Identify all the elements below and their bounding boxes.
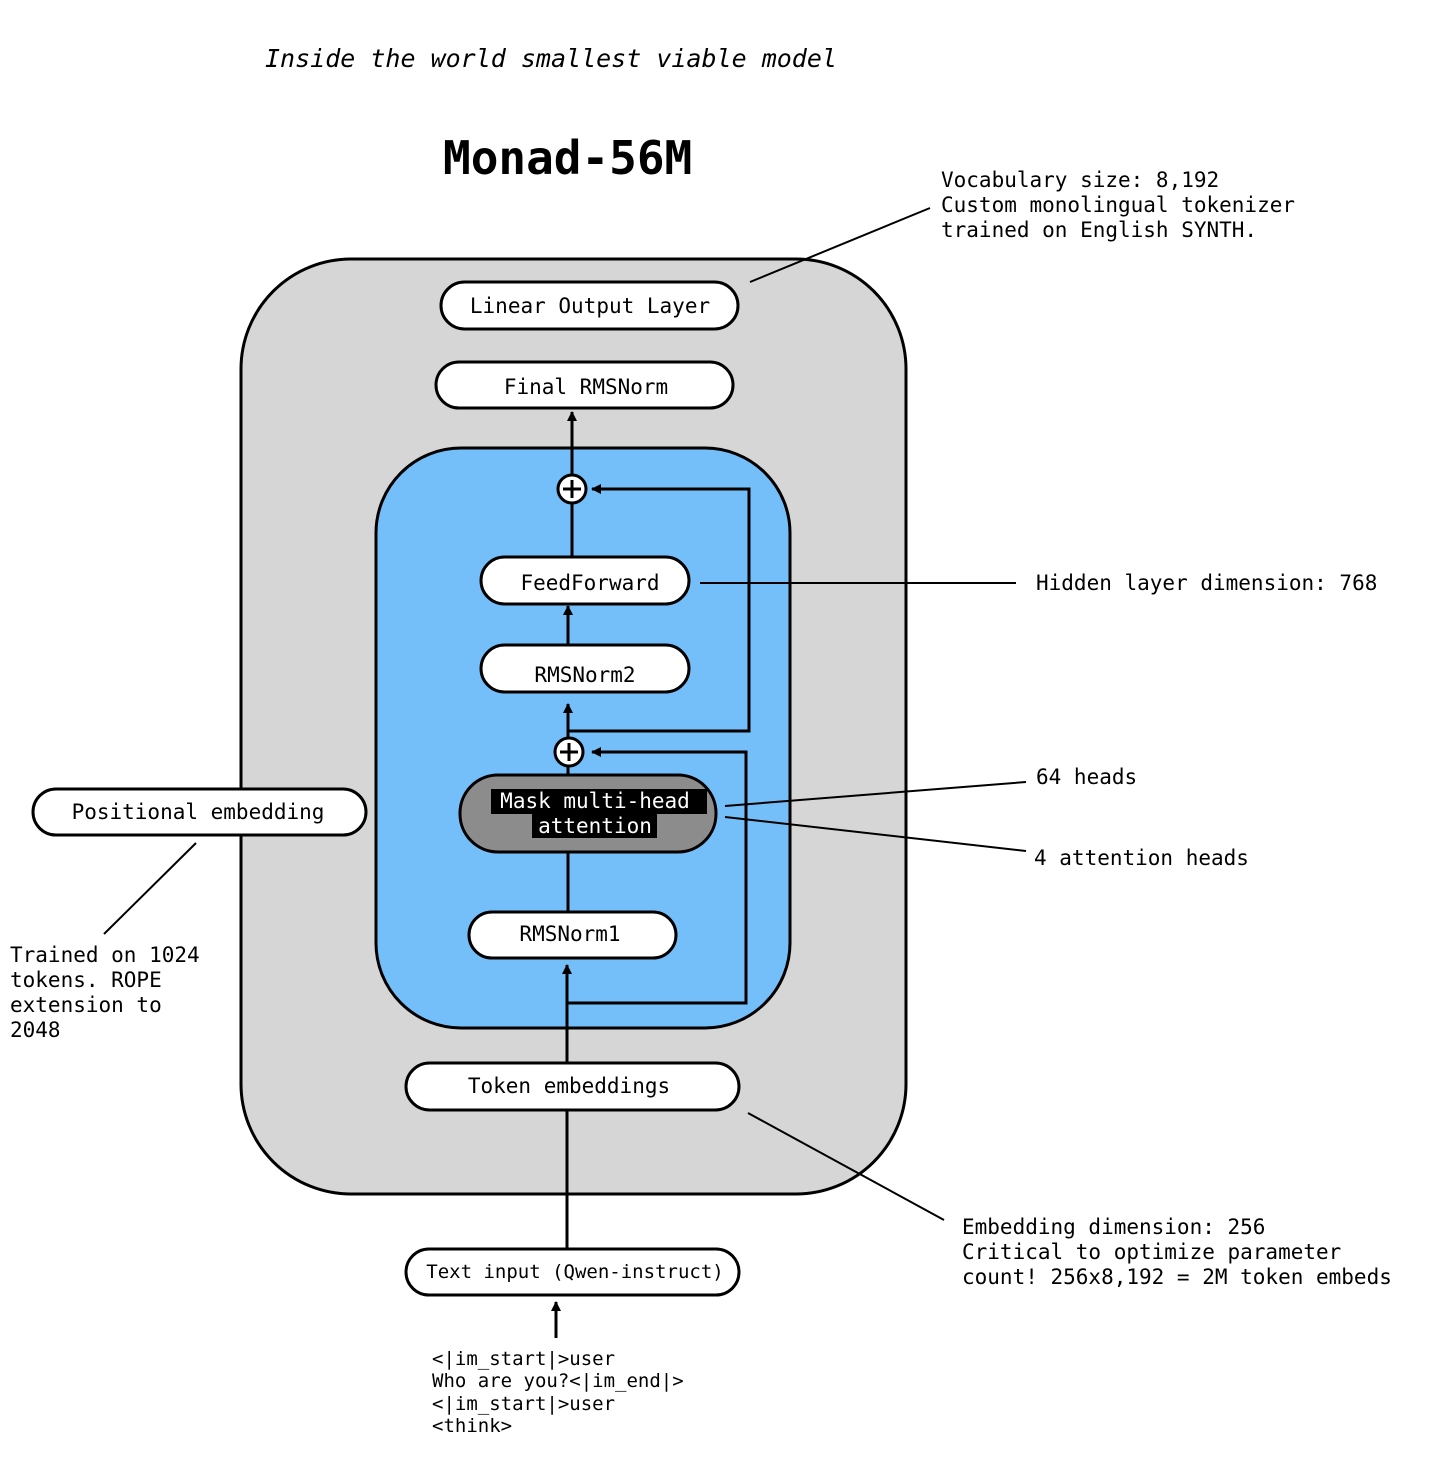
positional-annotation: Trained on 1024 tokens. ROPE extension t… <box>10 943 200 1042</box>
feedforward-label: FeedForward <box>520 571 659 595</box>
prompt-line-2: Who are you?<|im_end|> <box>432 1370 684 1392</box>
vocab-line-1: Vocabulary size: 8,192 <box>941 168 1219 192</box>
hidden-dim-annotation: Hidden layer dimension: 768 <box>1036 571 1377 595</box>
vocab-line-3: trained on English SYNTH. <box>941 218 1257 242</box>
text-input-label: Text input (Qwen-instruct) <box>426 1261 723 1283</box>
prompt-line-1: <|im_start|>user <box>432 1348 615 1370</box>
add-node-1 <box>553 736 585 768</box>
node-feedforward: FeedForward <box>479 555 691 606</box>
token-embeddings-label: Token embeddings <box>468 1074 670 1098</box>
positional-line-1: Trained on 1024 <box>10 943 200 967</box>
heads-64-annotation: 64 heads <box>1036 765 1137 789</box>
rmsnorm2-label: RMSNorm2 <box>534 663 635 687</box>
node-masked-attention: Mask multi-head attention <box>458 773 718 854</box>
positional-line-4: 2048 <box>10 1018 61 1042</box>
residual-2-path <box>568 484 751 733</box>
node-text-input: Text input (Qwen-instruct) <box>404 1247 741 1297</box>
node-positional-embedding: Positional embedding <box>31 787 368 837</box>
node-rmsnorm1: RMSNorm1 <box>467 910 678 960</box>
model-title: Monad-56M <box>443 131 692 185</box>
embedding-leader <box>747 1112 945 1221</box>
node-rmsnorm2: RMSNorm2 <box>479 643 691 694</box>
node-final-rmsnorm: Final RMSNorm <box>434 360 735 410</box>
vocab-line-2: Custom monolingual tokenizer <box>941 193 1295 217</box>
embedding-annotation: Embedding dimension: 256 Critical to opt… <box>962 1215 1392 1289</box>
annotation-leaders <box>103 207 1027 1221</box>
vocab-leader <box>749 207 931 283</box>
positional-leader <box>103 842 197 935</box>
heads-64-leader <box>724 781 1027 807</box>
node-linear-output: Linear Output Layer <box>439 280 740 331</box>
positional-line-2: tokens. ROPE <box>10 968 162 992</box>
attention-label-line1: Mask multi-head <box>500 789 690 813</box>
prompt-line-3: <|im_start|>user <box>432 1393 615 1415</box>
attention-label-line2: attention <box>538 814 652 838</box>
prompt-example: <|im_start|>user Who are you?<|im_end|> … <box>432 1348 684 1437</box>
heads-4-leader <box>724 816 1027 852</box>
linear-output-label: Linear Output Layer <box>470 294 710 318</box>
connectors <box>551 411 751 1338</box>
embedding-line-3: count! 256x8,192 = 2M token embeds <box>962 1265 1392 1289</box>
rmsnorm1-label: RMSNorm1 <box>519 922 620 946</box>
final-rmsnorm-label: Final RMSNorm <box>504 375 668 399</box>
prompt-line-4: <think> <box>432 1415 512 1437</box>
positional-embedding-label: Positional embedding <box>72 800 325 824</box>
residual-1-path <box>567 747 748 1005</box>
vocab-annotation: Vocabulary size: 8,192 Custom monolingua… <box>941 168 1295 242</box>
node-token-embeddings: Token embeddings <box>404 1061 741 1112</box>
diagram-subtitle: Inside the world smallest viable model <box>265 44 837 73</box>
embedding-line-2: Critical to optimize parameter <box>962 1240 1341 1264</box>
positional-line-3: extension to <box>10 993 162 1017</box>
add-node-2 <box>556 473 588 505</box>
embedding-line-1: Embedding dimension: 256 <box>962 1215 1265 1239</box>
heads-4-annotation: 4 attention heads <box>1034 846 1249 870</box>
